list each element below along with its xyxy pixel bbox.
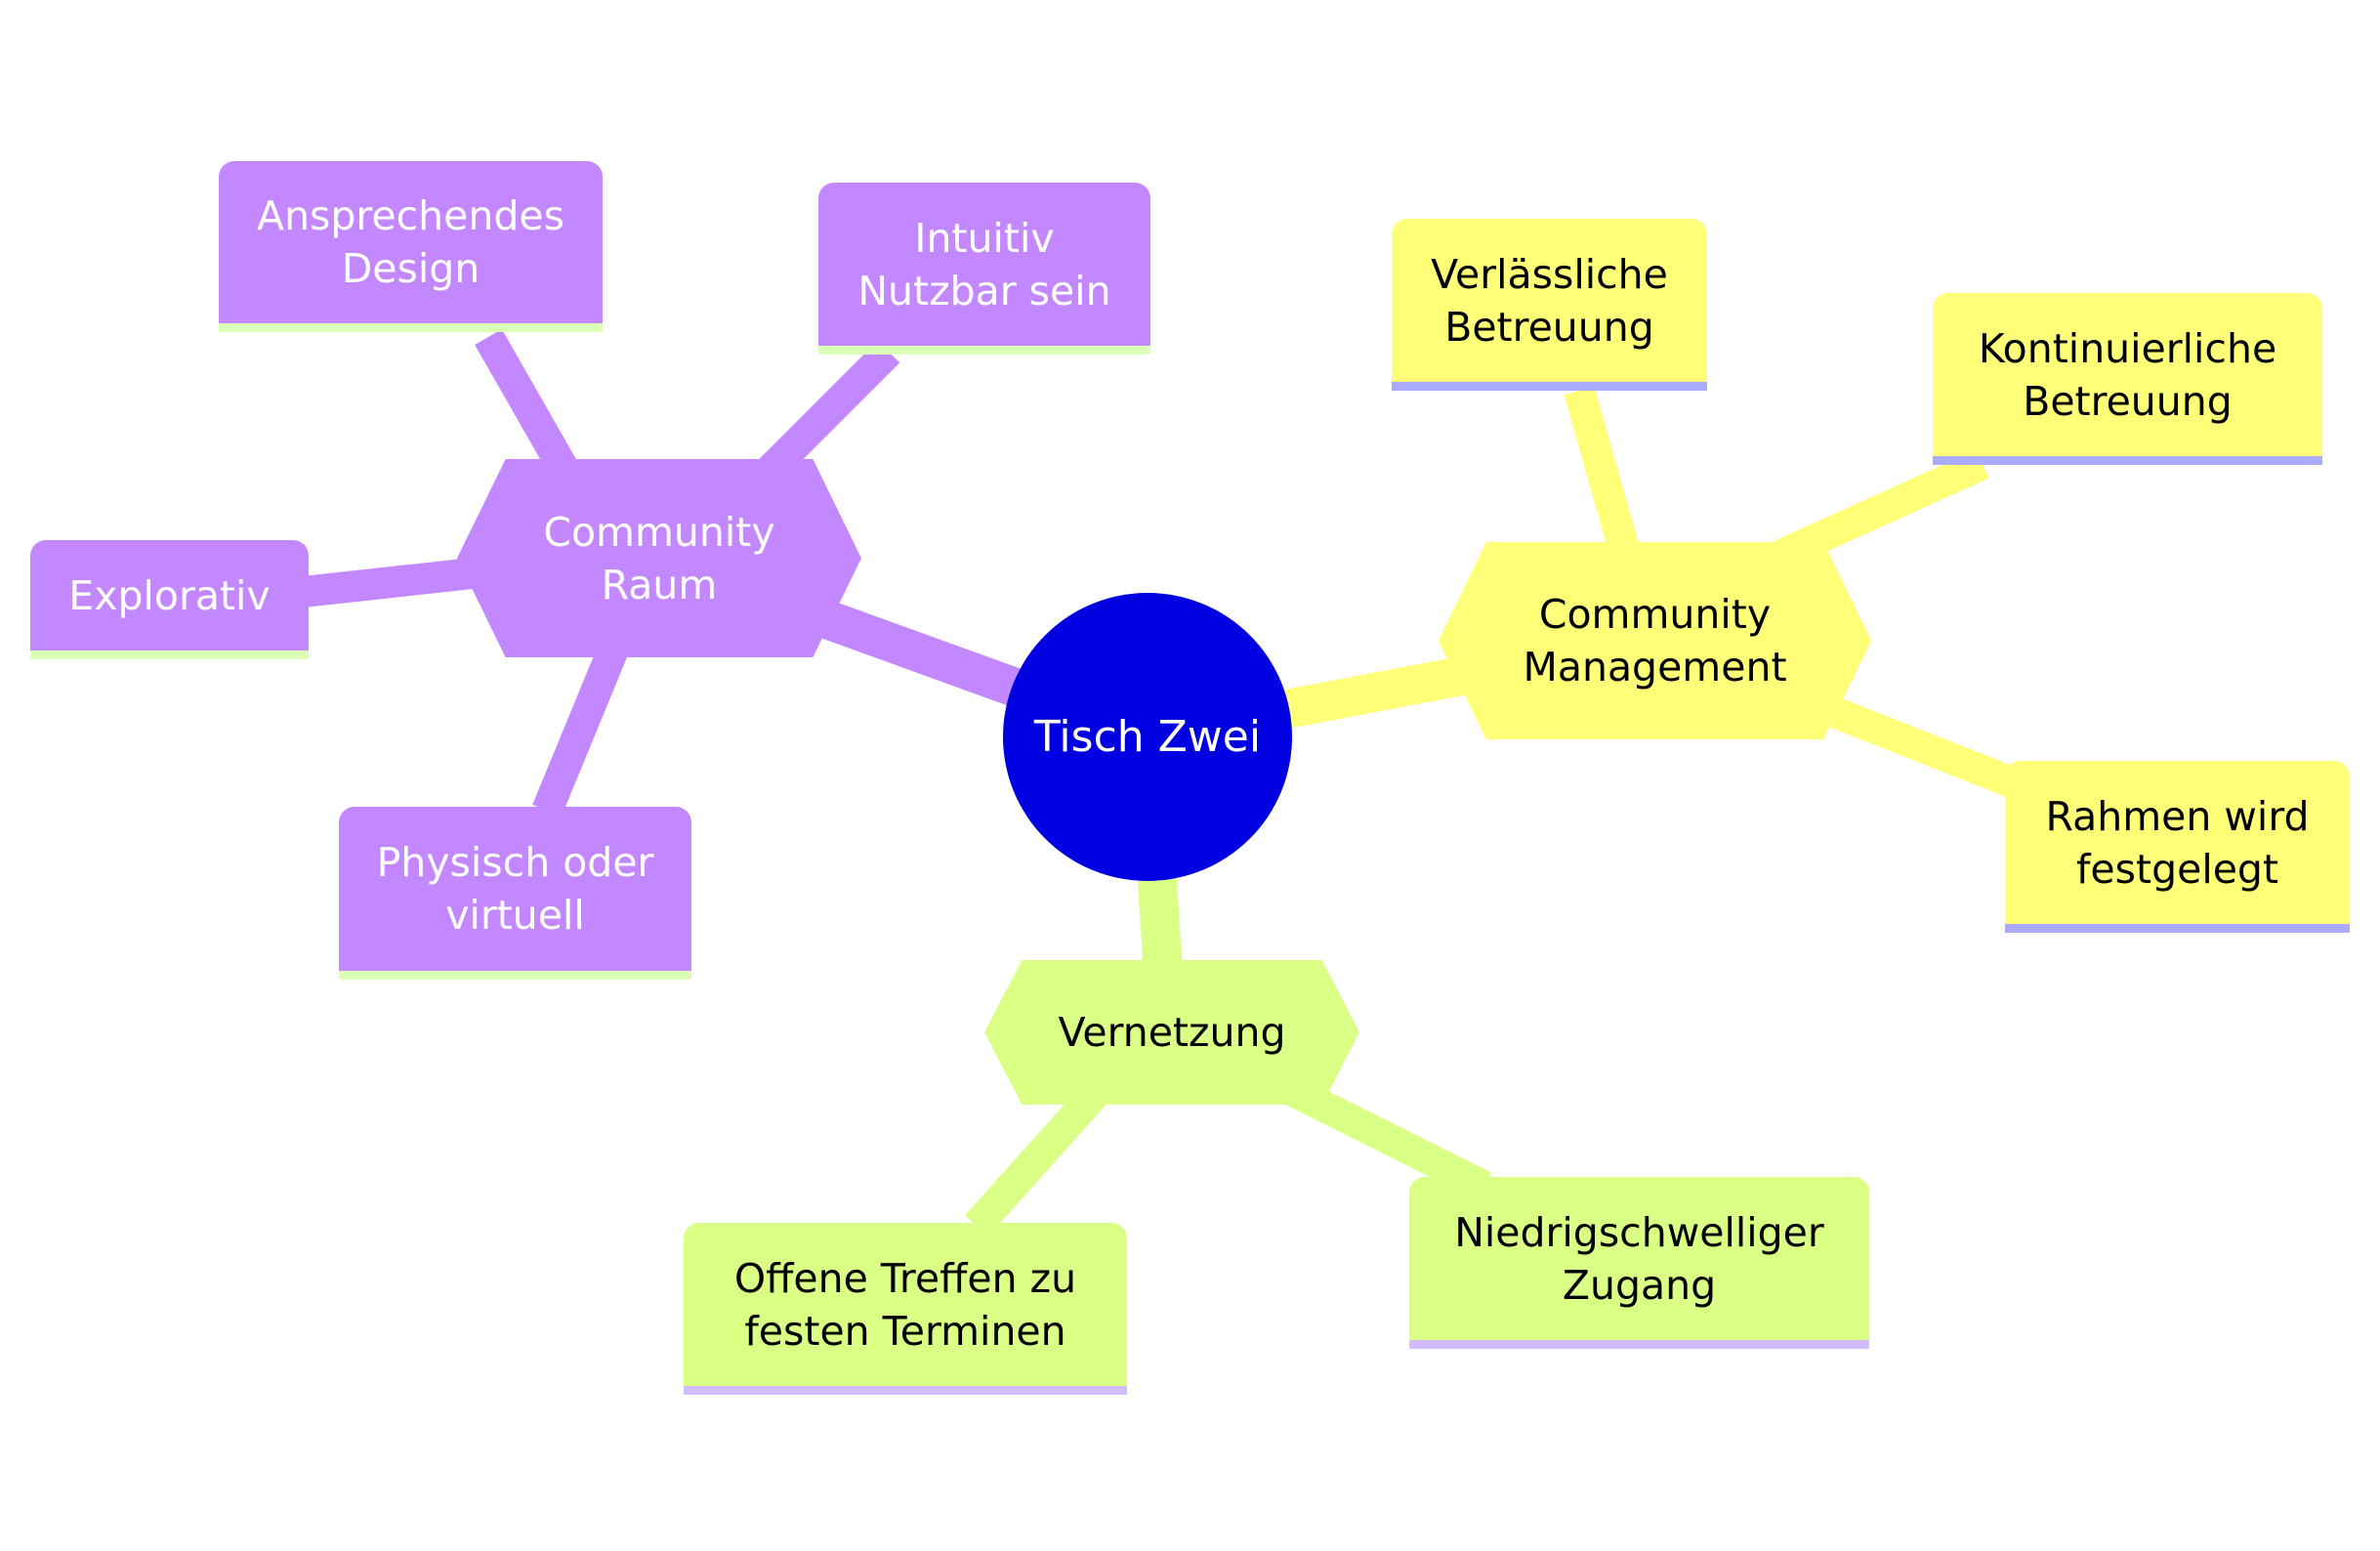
leaf-physisch-oder-virtuell[interactable]: Physisch oder virtuell: [339, 807, 691, 980]
leaf-label: Ansprechendes Design: [257, 192, 564, 292]
leaf-ansprechendes-design[interactable]: Ansprechendes Design: [219, 161, 603, 332]
leaf-verlaessliche-betreuung[interactable]: Verlässliche Betreuung: [1392, 219, 1707, 391]
branch-community-raum[interactable]: Community Raum: [457, 459, 861, 657]
root-node[interactable]: Tisch Zwei: [1003, 593, 1292, 881]
leaf-underline: [2005, 924, 2350, 933]
leaf-label: Rahmen wird festgelegt: [2045, 792, 2310, 893]
leaf-underline: [818, 346, 1150, 355]
leaf-label: Explorativ: [68, 571, 271, 619]
leaf-kontinuierliche-betreuung[interactable]: Kontinuierliche Betreuung: [1933, 293, 2322, 465]
leaf-underline: [684, 1386, 1127, 1395]
leaf-intuitiv-nutzbar[interactable]: Intuitiv Nutzbar sein: [818, 183, 1150, 355]
leaf-underline: [1392, 382, 1707, 391]
branch-label: Community Raum: [543, 508, 775, 608]
edge-vernetzung-treffen: [965, 1073, 1115, 1237]
branch-vernetzung[interactable]: Vernetzung: [984, 960, 1359, 1105]
root-label: Tisch Zwei: [1033, 712, 1262, 762]
leaf-label: Offene Treffen zu festen Terminen: [733, 1254, 1077, 1355]
leaf-rahmen-wird-festgelegt[interactable]: Rahmen wird festgelegt: [2005, 761, 2350, 933]
edge-mgmt-verlaesslich: [1564, 386, 1642, 562]
leaf-underline: [219, 323, 603, 332]
leaf-label: Physisch oder virtuell: [376, 839, 654, 939]
branch-community-management[interactable]: Community Management: [1439, 542, 1871, 739]
leaf-label: Verlässliche Betreuung: [1431, 250, 1668, 351]
leaf-explorativ[interactable]: Explorativ: [30, 540, 309, 659]
leaf-niedrigschwelliger-zugang[interactable]: Niedrigschwelliger Zugang: [1409, 1177, 1869, 1349]
leaf-label: Niedrigschwelliger Zugang: [1454, 1208, 1824, 1309]
leaf-underline: [30, 650, 309, 659]
leaf-offene-treffen[interactable]: Offene Treffen zu festen Terminen: [684, 1223, 1127, 1395]
edge-mgmt-rahmen: [1830, 698, 2027, 801]
leaf-underline: [1409, 1340, 1869, 1349]
leaf-label: Intuitiv Nutzbar sein: [857, 214, 1111, 314]
leaf-underline: [1933, 456, 2322, 465]
leaf-underline: [339, 971, 691, 980]
edge-mgmt-kontinuierlich: [1771, 449, 1989, 571]
edge-raum-physisch: [532, 638, 630, 817]
branch-label: Community Management: [1523, 591, 1787, 691]
branch-label: Vernetzung: [1058, 1009, 1286, 1056]
leaf-label: Kontinuierliche Betreuung: [1978, 324, 2277, 425]
